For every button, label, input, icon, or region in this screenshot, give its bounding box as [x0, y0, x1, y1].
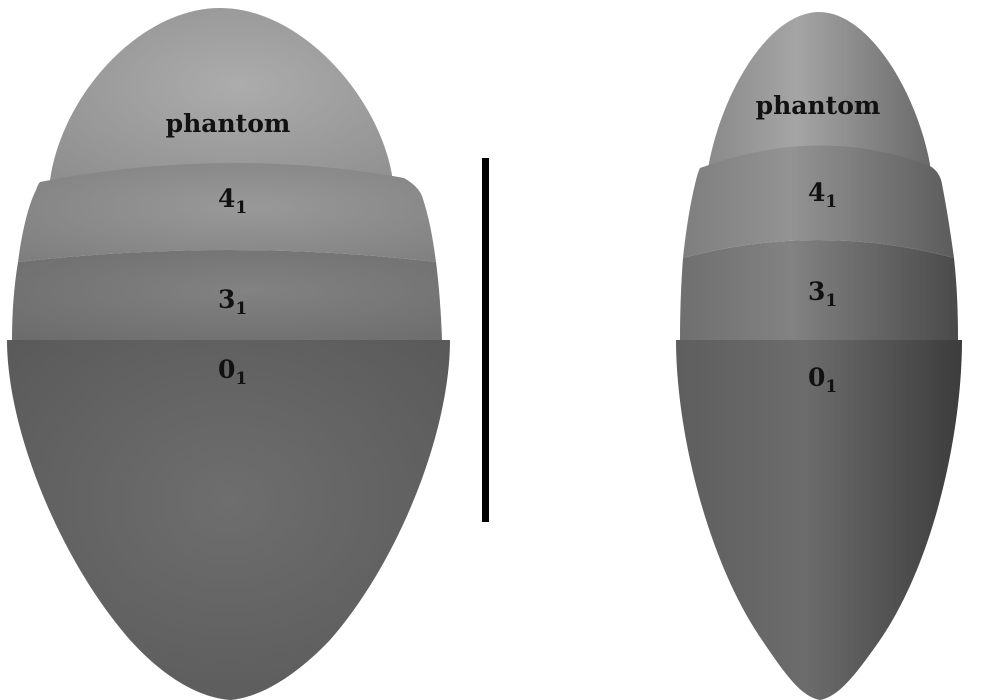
right-phantom-layer	[708, 12, 930, 168]
divider-line	[482, 158, 489, 522]
right-label-phantom: phantom	[756, 91, 881, 120]
left-label-3: 31	[218, 285, 247, 319]
right-label-0: 01	[808, 363, 837, 397]
left-layer-4	[18, 162, 436, 262]
left-layer-3	[12, 250, 442, 340]
left-label-phantom: phantom	[166, 109, 291, 138]
right-layer-3	[680, 240, 958, 340]
right-label-4: 41	[808, 178, 837, 212]
left-phantom-layer	[50, 8, 392, 180]
left-label-0: 01	[218, 355, 247, 389]
left-label-4: 41	[218, 184, 247, 218]
right-layer-0	[676, 340, 962, 700]
left-layer-0	[7, 340, 450, 700]
left-egg: phantom 41 31 01	[7, 8, 450, 700]
right-layer-4	[683, 145, 954, 258]
right-label-3: 31	[808, 277, 837, 311]
right-egg: phantom 41 31 01	[676, 12, 962, 700]
